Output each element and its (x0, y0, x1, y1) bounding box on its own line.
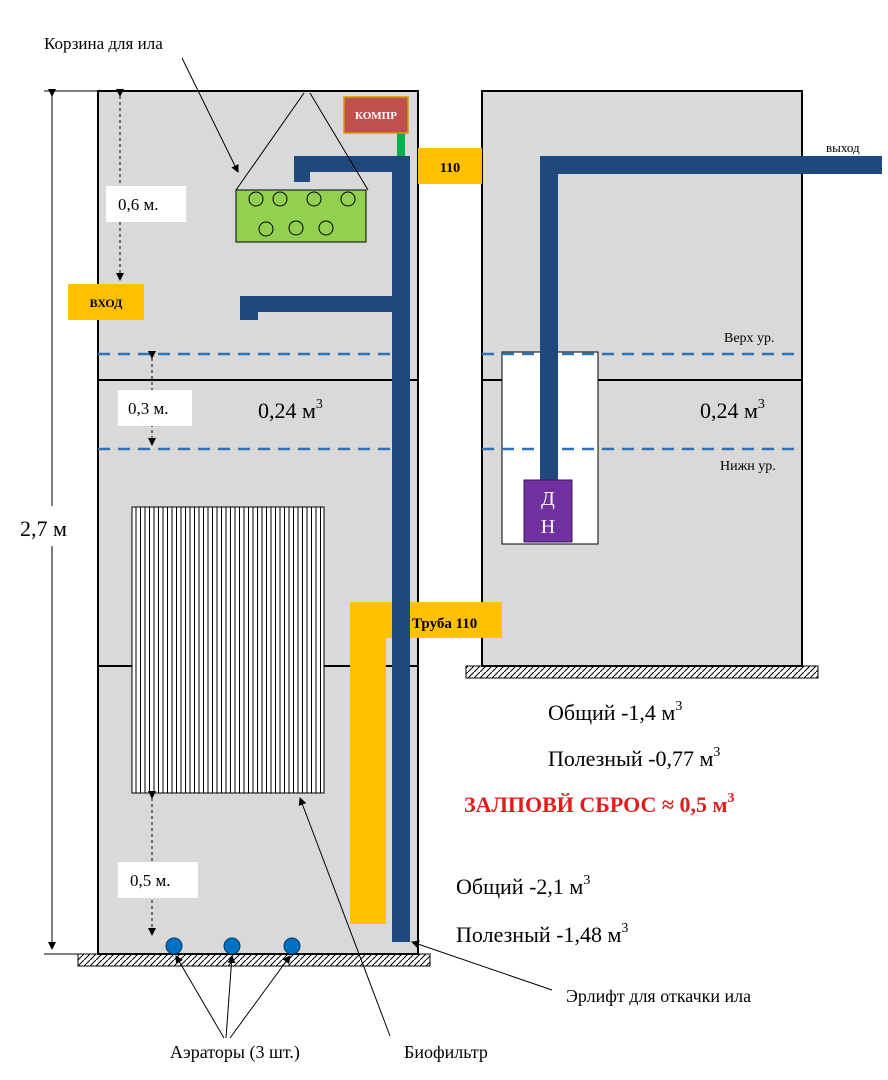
right-chamber-volume: 0,24 м3 (700, 397, 765, 423)
aerator-pointer-1 (175, 955, 225, 1039)
aerators-label: Аэраторы (3 шт.) (170, 1042, 300, 1063)
salvo-discharge: ЗАЛПОВЙ СБРОС ≈ 0,5 м3 (464, 791, 734, 817)
aerator-pointer-2 (225, 955, 236, 1039)
aerator-pointer-3 (229, 955, 291, 1039)
height-06-label: 0,6 м. (118, 195, 159, 214)
total-height-label: 2,7 м (20, 516, 67, 541)
airlift-pipe (392, 156, 410, 942)
pump-label-d: Д (541, 488, 555, 510)
sludge-basket-pointer (181, 57, 239, 173)
pipe-110-top-label: 110 (440, 161, 460, 176)
compressor-connector (397, 130, 405, 156)
outlet-pipe-horizontal (540, 156, 882, 174)
pipe-110-top-box (418, 148, 482, 184)
outlet-label: выход (826, 140, 860, 155)
right-useful-volume: Полезный -0,77 м3 (548, 745, 720, 771)
lower-level-label: Нижн ур. (720, 459, 776, 474)
height-05-label: 0,5 м. (130, 871, 171, 890)
left-total-volume: Общий -2,1 м3 (456, 873, 590, 899)
biofilter-label: Биофильтр (404, 1042, 488, 1062)
airlift-pointer (411, 940, 553, 991)
biofilter-lines (132, 507, 324, 793)
basket-hanger-left (235, 92, 305, 191)
airlift-mid-branch (240, 296, 410, 312)
pipe-110-long-label: Труба 110 (412, 616, 477, 632)
total-height-label-bg (14, 506, 86, 546)
left-chamber-volume: 0,24 м3 (258, 397, 323, 423)
right-total-volume: Общий -1,4 м3 (548, 699, 682, 725)
sludge-basket (235, 189, 367, 243)
pump-label-n: Н (541, 516, 555, 538)
sludge-basket-holes (248, 191, 356, 237)
compressor-label: КОМПР (355, 110, 397, 122)
outlet-pipe-vertical (540, 156, 558, 480)
inlet-label: ВХОД (90, 296, 123, 310)
right-tank-ground (465, 665, 819, 679)
airlift-mid-branch-down (240, 296, 258, 320)
height-03-label: 0,3 м. (128, 399, 169, 418)
airlift-top-branch-down (294, 156, 310, 182)
aerator-1 (165, 937, 183, 955)
biofilter-pointer (298, 797, 391, 1037)
height-06-label-bg (106, 186, 186, 222)
pump (523, 479, 573, 543)
pipe-110-vertical (350, 602, 386, 924)
left-useful-volume: Полезный -1,48 м3 (456, 921, 628, 947)
sludge-basket-label: Корзина для ила (44, 34, 163, 53)
upper-level-label: Верх ур. (724, 331, 775, 346)
aerator-2 (223, 937, 241, 955)
height-03-label-bg (118, 390, 192, 426)
compressor (343, 96, 409, 134)
left-tank-ground (77, 953, 431, 967)
height-05-label-bg (118, 862, 198, 898)
aerator-3 (283, 937, 301, 955)
airlift-label: Эрлифт для откачки ила (566, 986, 751, 1006)
basket-hanger-right (309, 92, 369, 191)
inlet-box (68, 284, 144, 320)
